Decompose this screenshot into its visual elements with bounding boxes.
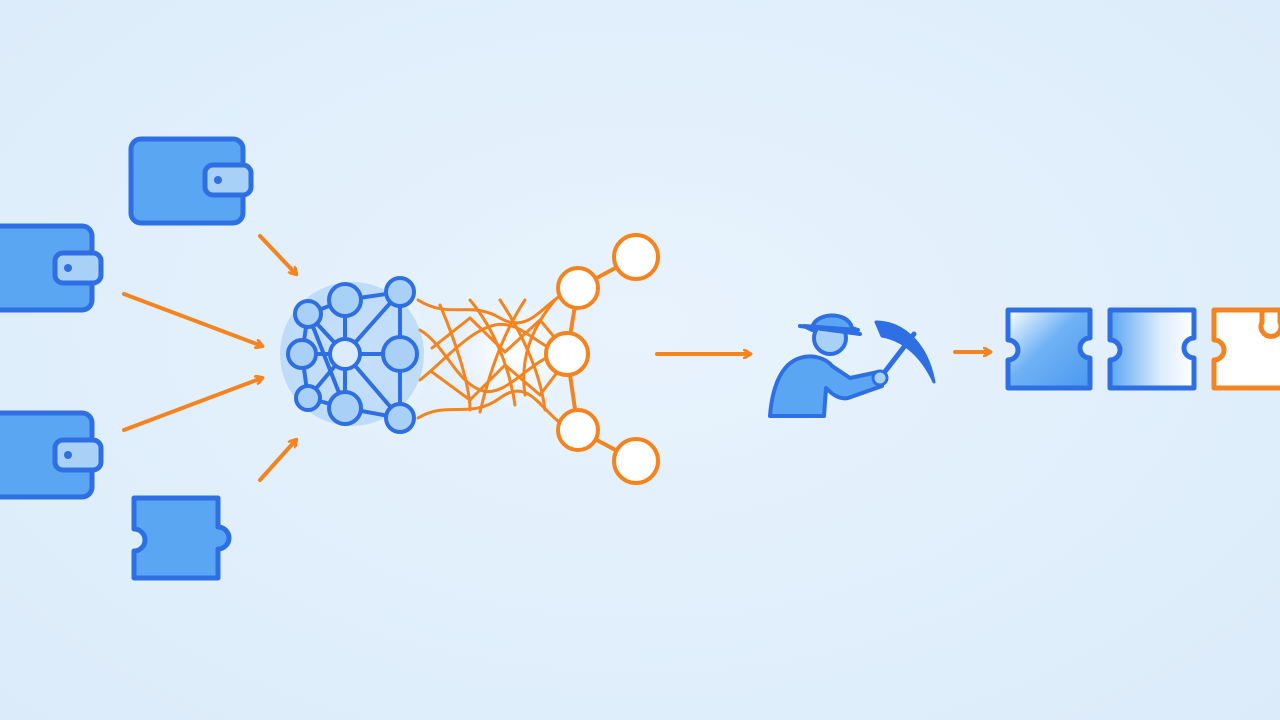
blockchain: [1005, 307, 1280, 391]
miner-with-pickaxe-icon: [768, 313, 936, 418]
blue-node-network-icon: [277, 276, 433, 434]
puzzle-piece-icon: [131, 495, 232, 581]
wallet-icon: [128, 136, 254, 226]
arrow-icon: [258, 440, 296, 482]
wallet-icon: [0, 223, 104, 313]
arrow-icon: [122, 292, 262, 346]
orange-block-icon: [1211, 307, 1280, 391]
arrow-icon: [258, 234, 296, 274]
blue-block-icon: [1005, 307, 1093, 391]
orange-node-network-icon: [416, 233, 660, 485]
input-arrows: [122, 234, 296, 482]
light-blue-block-icon: [1107, 307, 1197, 391]
wallet-icon: [0, 410, 104, 500]
arrow-icon: [122, 378, 262, 432]
